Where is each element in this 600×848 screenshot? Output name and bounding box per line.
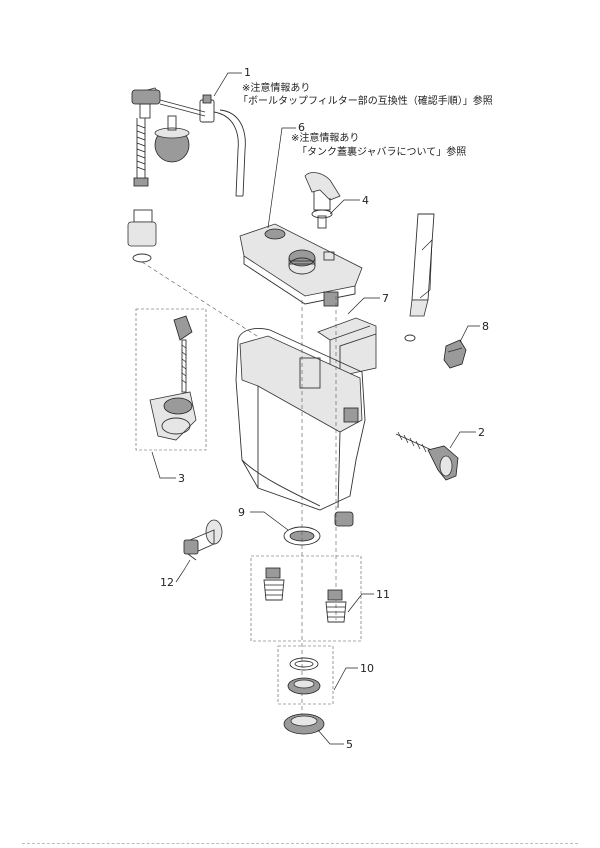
part10-group-box xyxy=(277,645,334,705)
part6-note-line2: 「タンク蓋裏ジャバラについて」参照 xyxy=(297,145,466,158)
lid-bracket[interactable] xyxy=(317,291,377,377)
leader-5 xyxy=(317,729,344,745)
callout-11: 11 xyxy=(376,588,390,601)
gasket-ring[interactable] xyxy=(283,526,321,546)
leader-8 xyxy=(459,325,480,343)
adjustment-knob[interactable] xyxy=(183,519,223,561)
part1-note-line2: 「ボールタップフィルター部の互換性（確認手順）」参照 xyxy=(238,94,493,107)
callout-3: 3 xyxy=(178,472,185,485)
callout-5: 5 xyxy=(346,738,353,751)
tank-body[interactable] xyxy=(235,328,366,527)
callout-7: 7 xyxy=(382,292,389,305)
part3-group-box xyxy=(135,308,207,451)
leader-7 xyxy=(347,297,380,315)
callout-8: 8 xyxy=(482,320,489,333)
flush-lever[interactable] xyxy=(395,431,459,481)
callout-12: 12 xyxy=(160,576,174,589)
leader-6 xyxy=(267,127,296,229)
leader-4 xyxy=(329,199,360,215)
plug-pair[interactable] xyxy=(263,567,347,623)
leader-11 xyxy=(347,593,374,613)
leader-10 xyxy=(333,667,358,691)
ball-tap-assembly[interactable] xyxy=(127,87,246,263)
faucet-spout[interactable] xyxy=(304,172,341,229)
overflow-pipe[interactable] xyxy=(404,213,435,342)
callout-2: 2 xyxy=(478,426,485,439)
callout-9: 9 xyxy=(238,506,245,519)
page-footer-divider xyxy=(22,843,578,844)
callout-10: 10 xyxy=(360,662,374,675)
part1-note-line1: ※注意情報あり xyxy=(242,81,310,94)
leader-12 xyxy=(175,559,191,583)
callout-1: 1 xyxy=(244,66,251,79)
flush-valve-assembly[interactable] xyxy=(149,315,197,441)
callout-4: 4 xyxy=(362,194,369,207)
leader-9 xyxy=(250,511,289,531)
tank-lid[interactable] xyxy=(239,223,363,305)
leader-1 xyxy=(213,72,242,97)
part6-note-line1: ※注意情報あり xyxy=(291,131,359,144)
leader-3 xyxy=(151,451,176,479)
bottom-ring[interactable] xyxy=(283,713,325,735)
part1-alignment-line xyxy=(141,261,261,339)
seal-ring-set[interactable] xyxy=(287,657,321,695)
part11-group-box xyxy=(250,555,362,642)
callout-6: 6 xyxy=(298,121,305,134)
leader-2 xyxy=(449,431,476,449)
small-clip[interactable] xyxy=(443,339,467,369)
